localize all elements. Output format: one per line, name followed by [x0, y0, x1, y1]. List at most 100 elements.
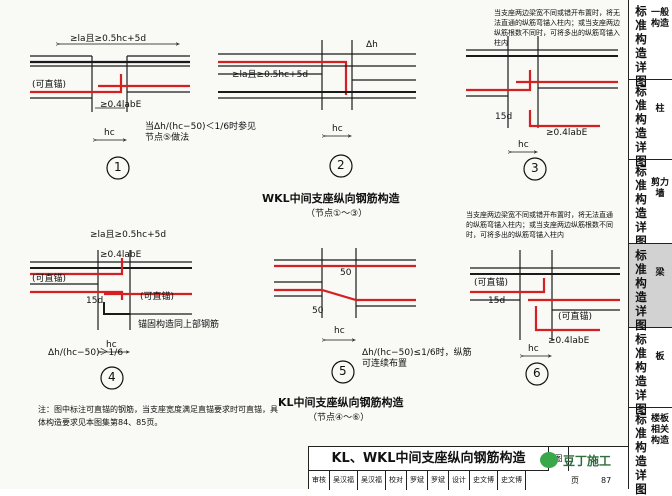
- node-4-dim-top: ≥la且≥0.5hc+5d: [90, 230, 167, 240]
- node-5-drawing: [274, 248, 416, 384]
- node-6-note: 当支座两边梁宽不同或错开布置时，将无法直通的纵筋弯锚入柱内；或当支座两边纵筋根数…: [466, 211, 613, 239]
- red-rebar-hook: [534, 306, 600, 332]
- wechat-logo-icon: [540, 452, 558, 468]
- node-number-circle: [329, 154, 353, 178]
- sidebar-item-shear-wall[interactable]: 标准构造详图 剪力墙: [629, 160, 672, 248]
- node-5-caption: Δh/(hc−50)≤1/6时，纵筋可连续布置: [362, 348, 472, 369]
- node-1-number: 1: [114, 160, 122, 174]
- bottom-hook: [103, 302, 130, 315]
- sidebar-vertical-label: 标准构造详图: [635, 248, 647, 332]
- sidebar-item-label: 梁: [655, 268, 665, 278]
- signature-row: 审核吴汉福吴汉福校对罗斌罗斌设计史文博史文博: [309, 471, 627, 490]
- sidebar-vertical-label: 标准构造详图: [635, 164, 647, 248]
- node-number-circle: [100, 366, 124, 390]
- wkl-group-title: WKL中间支座纵向钢筋构造: [262, 192, 400, 205]
- node-5-hc: hc: [334, 326, 345, 336]
- sidebar-item-general[interactable]: 标准构造详图 一般构造: [629, 0, 672, 88]
- red-rebar-middle: [30, 290, 124, 300]
- sidebar-vertical-label: 标准构造详图: [635, 412, 647, 496]
- node-3-hc: hc: [518, 140, 529, 150]
- node-5-number: 5: [339, 364, 347, 378]
- node-3-number: 3: [531, 161, 539, 175]
- node-1-hc: hc: [104, 128, 115, 138]
- tb-cell: 史文博: [470, 471, 498, 490]
- red-rebar-upper: [30, 258, 124, 276]
- page-number: 87: [601, 476, 612, 485]
- tb-cell: 设计: [449, 471, 470, 490]
- main-title: KL、WKL中间支座纵向钢筋构造: [309, 447, 549, 471]
- node-5-50b: 50: [312, 306, 324, 316]
- drawing-canvas: [30, 36, 620, 390]
- tb-cell: 罗斌: [407, 471, 428, 490]
- node-1-drawing: [30, 44, 190, 180]
- sidebar-item-label: 柱: [655, 104, 665, 114]
- tb-cell: 史文博: [498, 471, 526, 490]
- sidebar-item-slab[interactable]: 标准构造详图 板: [629, 328, 672, 416]
- node-2-dim-mid: ≥la且≥0.5hc+5d: [232, 70, 309, 80]
- tb-cell: 审核: [309, 471, 330, 490]
- node-4-caption: Δh/(hc−50)＞1/6: [48, 348, 124, 358]
- sidebar-item-slab-related[interactable]: 标准构造详图 楼板相关构造: [629, 408, 672, 496]
- kl-group-subtitle: （节点④～⑥）: [308, 413, 370, 423]
- node-number-circle: [523, 157, 547, 181]
- node-3-15d: 15d: [495, 112, 513, 122]
- watermark: 豆丁施工: [563, 454, 612, 468]
- node-4-direct-left: (可直锚): [32, 274, 67, 284]
- node-1-dim-top: ≥la且≥0.5hc+5d: [70, 34, 147, 44]
- node-3-dim-bottom: ≥0.4labE: [546, 128, 588, 138]
- node-4-hc: hc: [106, 340, 117, 350]
- node-4-dim-mid: ≥0.4labE: [100, 250, 142, 260]
- node-6-direct-right: (可直锚): [558, 312, 593, 322]
- node-1-direct-label: (可直锚): [32, 80, 67, 90]
- node-4-anchor-note: 锚固构造同上部钢筋: [138, 320, 220, 330]
- node-6-15d: 15d: [488, 296, 506, 306]
- sidebar-item-column[interactable]: 标准构造详图 柱: [629, 80, 672, 168]
- footnote: 注：图中标注可直锚的钢筋，当支座宽度满足直锚要求时可直锚，具体构造要求见本图集第…: [38, 405, 278, 427]
- tb-cell: 罗斌: [428, 471, 449, 490]
- sidebar-vertical-label: 标准构造详图: [635, 4, 647, 88]
- tb-cell: 吴汉福: [358, 471, 386, 490]
- node-number-circle: [525, 362, 549, 386]
- node-6-direct-left: (可直锚): [474, 278, 509, 288]
- red-rebar-sloped: [274, 288, 416, 302]
- node-5-50: 50: [340, 268, 352, 278]
- node-6-drawing: [470, 250, 620, 386]
- node-number-circle: [331, 360, 355, 384]
- node-1-caption: 当Δh/(hc−50)＜1/6时参见节点⑤做法: [145, 122, 257, 143]
- node-2-number: 2: [337, 158, 345, 172]
- title-block: KL、WKL中间支座纵向钢筋构造 图 审核吴汉福吴汉福校对罗斌罗斌设计史文博史文…: [308, 446, 628, 490]
- node-4-direct-right: (可直锚): [140, 292, 175, 302]
- atlas-label: 图: [549, 447, 569, 471]
- red-rebar-left: [30, 74, 123, 94]
- node-6-dim-bottom: ≥0.4labE: [548, 336, 590, 346]
- page-label: 页: [571, 476, 579, 485]
- sidebar-item-label: 板: [655, 352, 665, 362]
- node-3-drawing: [466, 36, 618, 181]
- tb-cell: 吴汉福: [330, 471, 358, 490]
- node-6-hc: hc: [528, 344, 539, 354]
- sidebar-item-label: 楼板相关构造: [651, 414, 670, 446]
- tb-cell: 校对: [386, 471, 407, 490]
- node-6-number: 6: [533, 366, 541, 380]
- sidebar-item-label: 剪力墙: [651, 178, 670, 199]
- node-3-note: 当支座两边梁宽不同或错开布置时，将无法直通的纵筋弯锚入柱内；或当支座两边纵筋根数…: [494, 9, 620, 47]
- node-4-drawing: [30, 250, 192, 390]
- node-4-15d: 15d: [86, 296, 104, 306]
- red-rebar-hook: [528, 110, 600, 128]
- wkl-group-subtitle: （节点①～③）: [306, 209, 368, 219]
- node-2-drawing: [218, 40, 416, 178]
- node-4-number: 4: [108, 370, 116, 384]
- node-2-dh: Δh: [366, 40, 378, 50]
- kl-group-title: KL中间支座纵向钢筋构造: [278, 396, 404, 409]
- red-rebar-left: [470, 278, 546, 294]
- node-1-dim-mid: ≥0.4labE: [100, 100, 142, 110]
- chapter-sidebar: 标准构造详图 一般构造 标准构造详图 柱 标准构造详图 剪力墙 标准构造详图 梁…: [628, 0, 672, 496]
- red-rebar-left: [466, 70, 532, 92]
- sidebar-item-label: 一般构造: [651, 8, 670, 29]
- sidebar-vertical-label: 标准构造详图: [635, 84, 647, 168]
- red-rebar: [218, 60, 348, 95]
- node-number-circle: [106, 156, 130, 180]
- node-2-hc: hc: [332, 124, 343, 134]
- sidebar-item-beam[interactable]: 标准构造详图 梁: [629, 244, 672, 332]
